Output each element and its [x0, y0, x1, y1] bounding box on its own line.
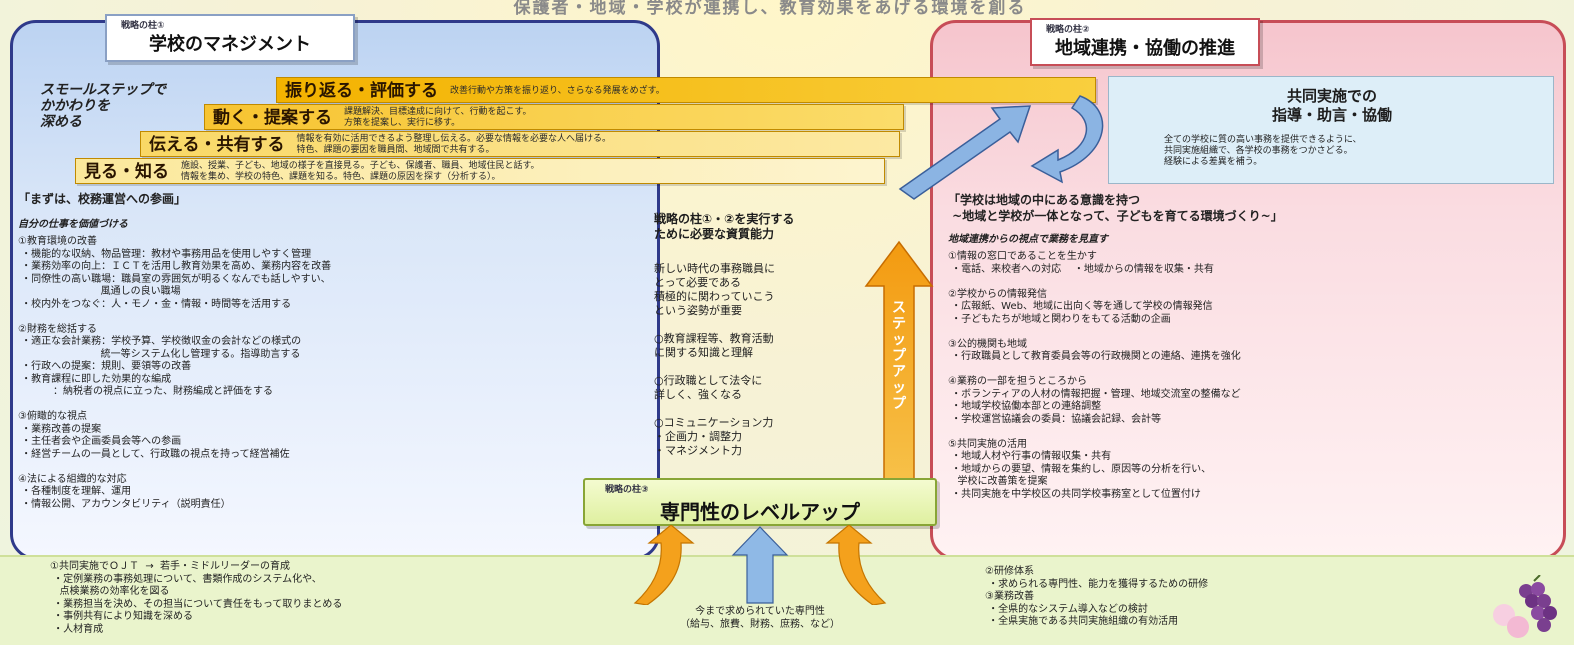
left-content: 「まずは、校務運営への参画」 自分の仕事を価値づける ①教育環境の改善 ・機能的…	[18, 190, 638, 510]
small-steps-label: スモールステップで かかわりを 深める	[40, 82, 166, 130]
stair-convey-share: 伝える・共有する情報を有効に活用できるよう整理し伝える。必要な情報を必要な人へ届…	[140, 131, 900, 157]
bottom-right-text: ②研修体系 ・求められる専門性、能力を獲得するための研修 ③業務改善 ・全県的な…	[985, 566, 1209, 627]
pillar1-small-label: 戦略の柱①	[121, 21, 165, 31]
stair-label: 見る・知る	[84, 162, 169, 182]
right-heading: 「学校は地域の中にある意識を持つ ~地域と学校が一体となって、子どもを育てる環境…	[948, 193, 1283, 223]
center-body: 新しい時代の事務職員に とって必要である 積極的に関わっていこう という姿勢が重…	[654, 262, 775, 457]
bottom-center-text: 今まで求められていた専門性 （給与、旅費、財務、庶務、など）	[680, 606, 840, 630]
pillar2-small-label: 戦略の柱②	[1046, 25, 1090, 35]
cycle-arrow-up	[898, 105, 1032, 200]
top-title: 保護者・地域・学校が連携し、教育効果をあげる環境を創る	[513, 0, 1027, 18]
bottom-band	[0, 555, 1574, 645]
right-body: ①情報の窓口であることを生かす ・電話、来校者への対応 ・地域からの情報を収集・…	[948, 251, 1241, 500]
stair-label: 動く・提案する	[213, 108, 332, 128]
pillar2-box: 戦略の柱② 地域連携・協働の推進	[1030, 18, 1260, 66]
cycle-arrows-icon	[898, 95, 1104, 200]
cycle-arrow-curve	[1030, 95, 1104, 184]
arrow-right-curve	[825, 525, 887, 605]
stair-act-propose: 動く・提案する課題解決、目標達成に向けて、行動を起こす。 方策を提案し、実行に移…	[204, 104, 904, 130]
right-subheading: 地域連携からの視点で業務を見直す	[948, 234, 1108, 245]
joint-body: 全ての学校に質の高い事務を提供できるように、 共同実施組織で、各学校の事務をつか…	[1164, 135, 1362, 167]
right-content: 「学校は地域の中にある意識を持つ ~地域と学校が一体となって、子どもを育てる環境…	[948, 192, 1558, 552]
pillar2-title: 地域連携・協働の推進	[1055, 38, 1235, 59]
left-heading: 「まずは、校務運営への参画」	[18, 192, 187, 206]
stair-see-know: 見る・知る施設、授業、子ども、地域の様子を直接見る。子ども、保護者、職員、地域住…	[75, 158, 885, 184]
stair-desc: 改善行動や方策を振り返り、さらなる発展をめざす。	[450, 85, 665, 96]
stepup-label: ステップアップ	[892, 300, 906, 412]
pillar3-title: 専門性のレベルアップ	[660, 500, 860, 524]
pillar3-small-label: 戦略の柱③	[605, 485, 649, 495]
left-body: ①教育環境の改善 ・機能的な収納、物品管理：教材や事務用品を使用しやすく管理 ・…	[18, 236, 332, 510]
pillar1-title: 学校のマネジメント	[149, 34, 311, 55]
stair-label: 振り返る・評価する	[285, 81, 438, 101]
arrow-left-curve	[633, 525, 695, 605]
pillar3-box: 戦略の柱③ 専門性のレベルアップ	[583, 478, 937, 526]
left-subheading: 自分の仕事を価値づける	[18, 219, 128, 230]
joint-box: 共同実施での 指導・助言・協働 全ての学校に質の高い事務を提供できるように、 共…	[1108, 76, 1554, 184]
arrow-center-up	[731, 526, 789, 604]
joint-title: 共同実施での 指導・助言・協働	[1271, 87, 1392, 124]
pillar1-box: 戦略の柱① 学校のマネジメント	[105, 14, 355, 62]
stair-label: 伝える・共有する	[149, 135, 285, 155]
stair-desc: 情報を有効に活用できるよう整理し伝える。必要な情報を必要な人へ届ける。 特色、課…	[296, 134, 612, 155]
bottom-arrows-icon	[633, 525, 887, 605]
stair-desc: 施設、授業、子ども、地域の様子を直接見る。子ども、保護者、職員、地域住民と話す。…	[181, 161, 540, 182]
bottom-left-text: ①共同実施でＯＪＴ → 若手・ミドルリーダーの育成 ・定例業務の事務処理について…	[50, 561, 343, 635]
stair-desc: 課題解決、目標達成に向けて、行動を起こす。 方策を提案し、実行に移す。	[344, 107, 532, 128]
grapes-icon	[1493, 575, 1557, 638]
stair-reflect-evaluate: 振り返る・評価する 改善行動や方策を振り返り、さらなる発展をめざす。	[276, 77, 1096, 103]
center-heading: 戦略の柱①・②を実行する ために必要な資質能力	[654, 212, 795, 241]
